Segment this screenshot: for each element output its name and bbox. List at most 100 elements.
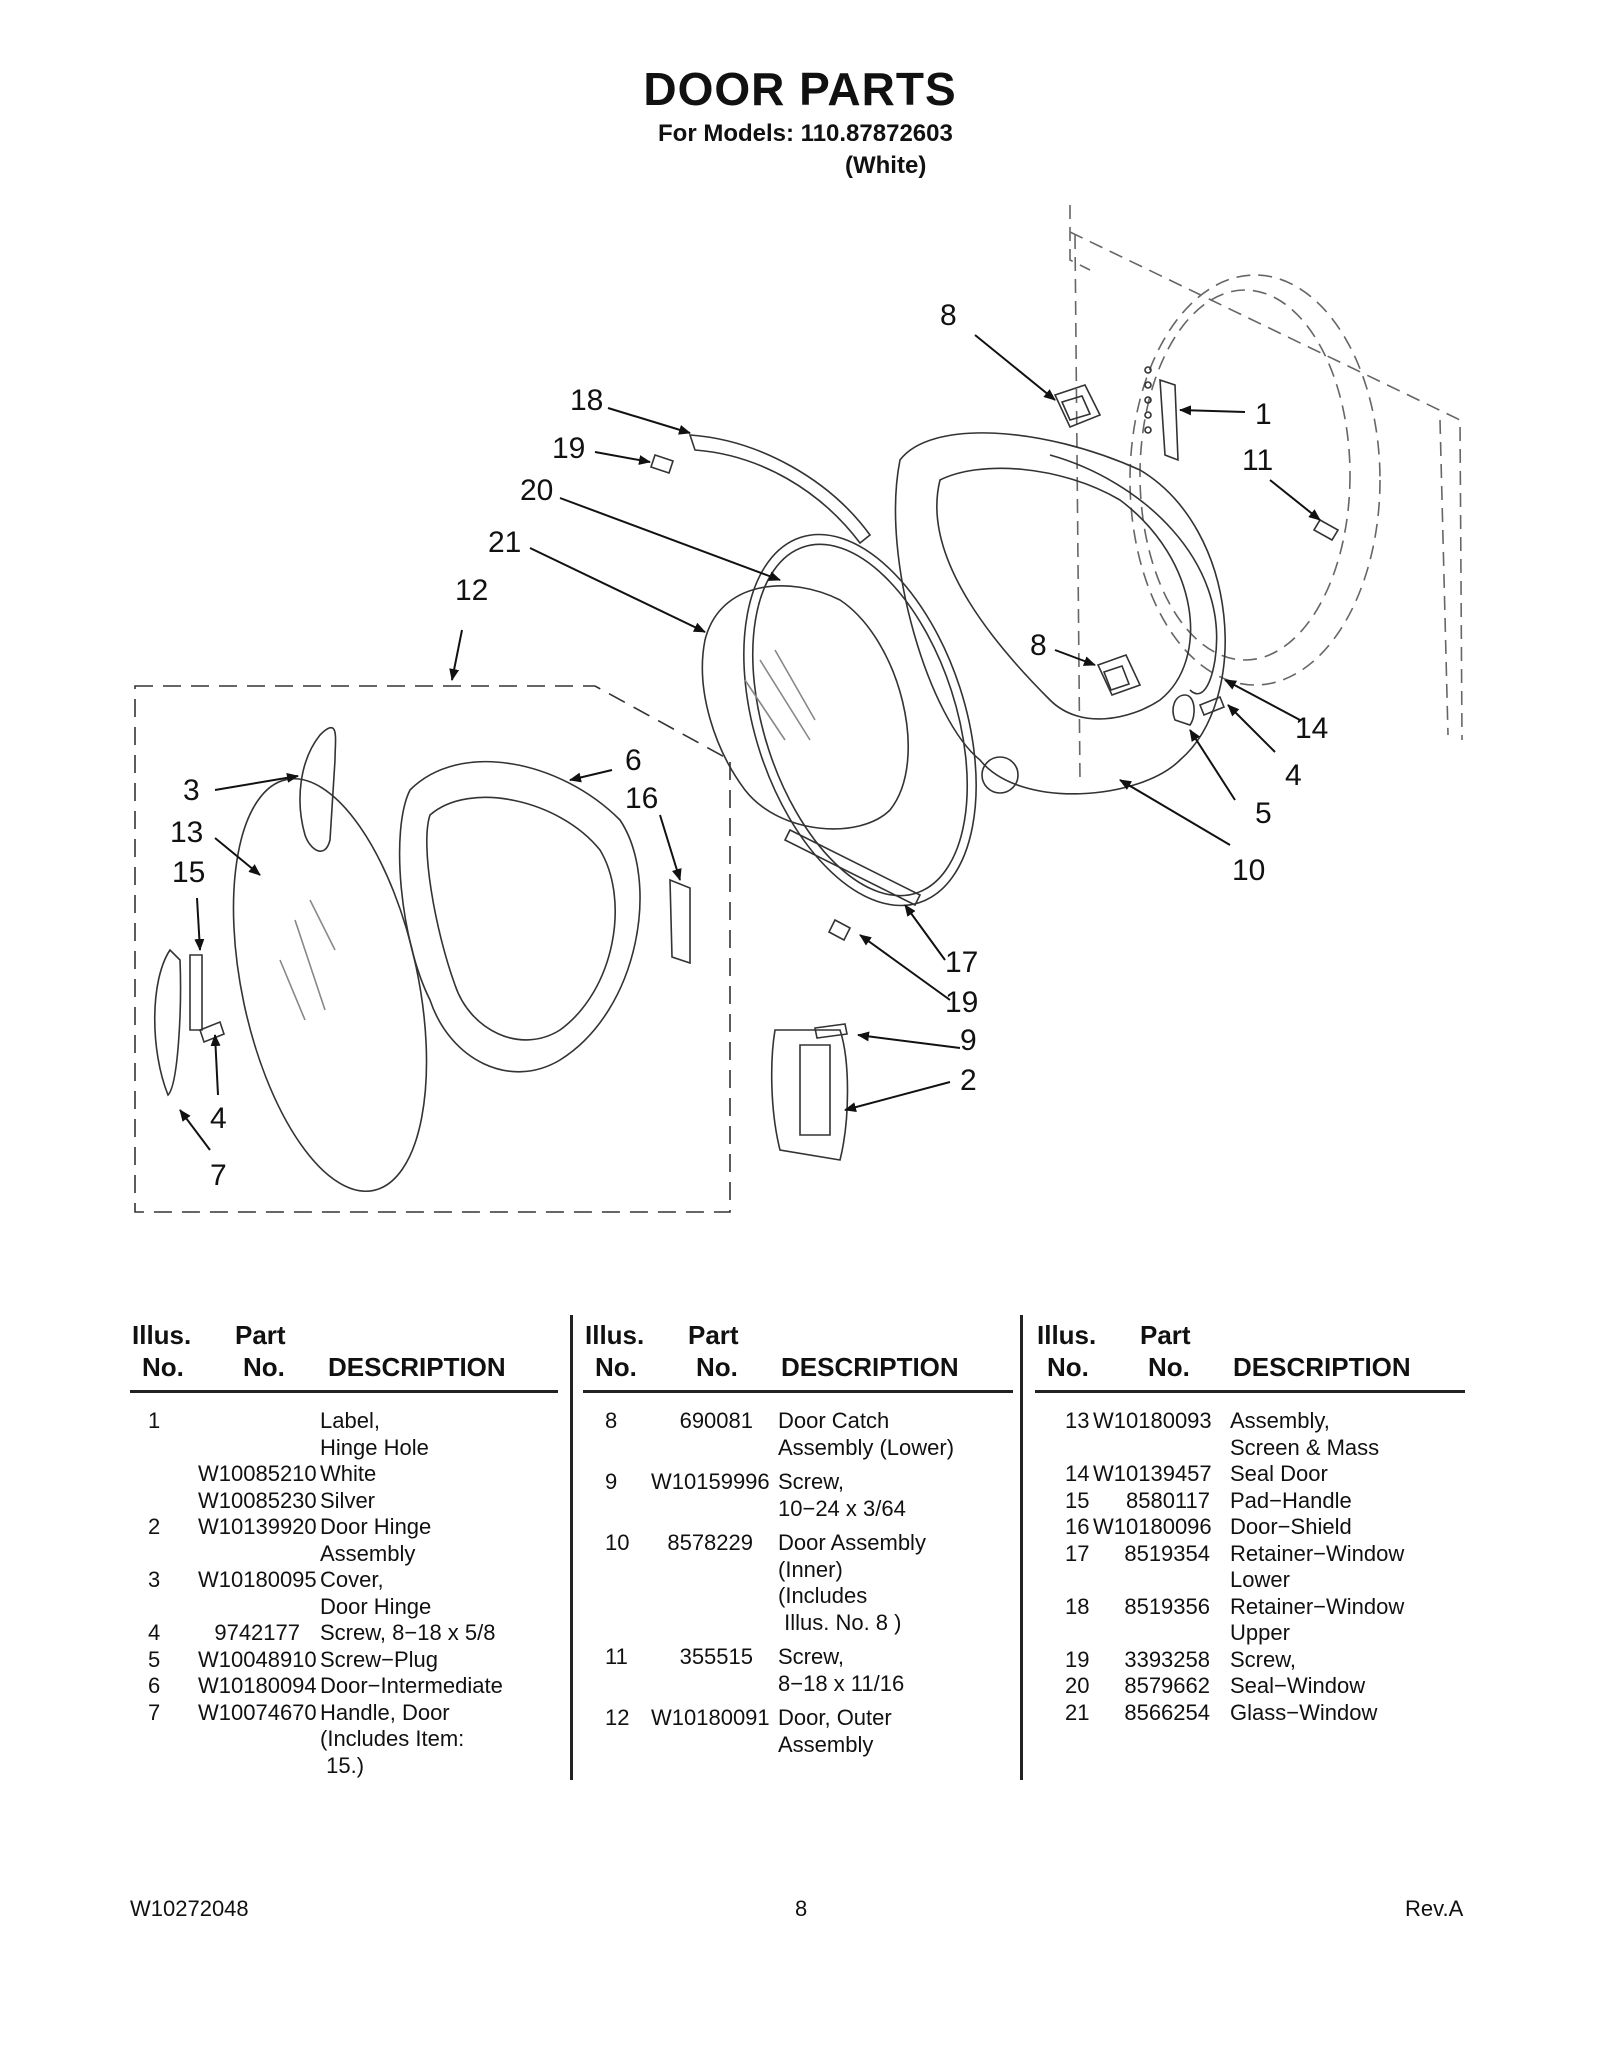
illus-number: 17 <box>1065 1540 1090 1566</box>
part-number: W10159996 <box>651 1469 770 1494</box>
part-description: Door−Shield <box>1230 1514 1352 1539</box>
illus-header-1: Illus. <box>132 1320 192 1350</box>
part-description: Assembly, Screen & Mass <box>1230 1408 1380 1460</box>
screw-9-part <box>814 1023 848 1039</box>
part-header-2: No. <box>1148 1352 1190 1382</box>
callout-10: 10 <box>1232 854 1265 887</box>
part-number: W10180094 <box>198 1673 317 1698</box>
part-description: Door, Outer Assembly <box>778 1705 892 1757</box>
part-description: Screw, 8−18 x 5/8 <box>320 1620 496 1645</box>
table-row: 1 Label, Hinge Hole <box>130 1408 560 1461</box>
callout-7: 7 <box>210 1159 227 1192</box>
callout-11: 11 <box>1242 444 1273 477</box>
illus-header-2: No. <box>142 1352 184 1382</box>
illus-header-2: No. <box>595 1352 637 1382</box>
part-number: 8519354 <box>1124 1540 1210 1566</box>
part-description: Screw, <box>1230 1646 1297 1672</box>
description-header: DESCRIPTION <box>1233 1352 1411 1382</box>
pad-handle-part <box>189 954 203 1031</box>
part-header-1: Part <box>688 1320 739 1350</box>
handle-part <box>153 948 182 1097</box>
description-header: DESCRIPTION <box>328 1352 506 1382</box>
illus-number: 2 <box>148 1514 161 1539</box>
callout-4-right: 4 <box>1285 759 1302 792</box>
hinge-cover-part <box>299 726 337 852</box>
illus-number: 19 <box>1065 1646 1090 1672</box>
part-description: Door−Intermediate <box>320 1673 503 1698</box>
callout-1: 1 <box>1255 398 1272 431</box>
part-number: W10085230 <box>198 1487 317 1513</box>
illus-number: 13 <box>1065 1408 1090 1433</box>
illus-number: 14 <box>1065 1461 1090 1486</box>
callout-15: 15 <box>172 856 205 889</box>
inner-door-assembly <box>894 432 1226 795</box>
illus-number: 16 <box>1065 1514 1090 1539</box>
part-description: Seal Door <box>1230 1461 1328 1486</box>
illus-number: 7 <box>148 1699 161 1725</box>
illus-header-1: Illus. <box>585 1320 645 1350</box>
part-header-2: No. <box>243 1352 285 1382</box>
part-header-1: Part <box>1140 1320 1191 1350</box>
window-seal <box>743 533 977 907</box>
hinge-hole-label-part <box>1144 366 1179 462</box>
page-number: 8 <box>795 1896 808 1921</box>
callout-12: 12 <box>455 574 488 607</box>
callout-5: 5 <box>1255 797 1272 830</box>
part-header-1: Part <box>235 1320 286 1350</box>
part-description: Screw, 10−24 x 3/64 <box>778 1469 906 1521</box>
callout-8-lower: 8 <box>1030 629 1047 662</box>
door-hinge-assembly-part <box>770 1029 849 1161</box>
illus-number: 1 <box>148 1408 161 1433</box>
part-description: Label, Hinge Hole <box>320 1408 429 1460</box>
part-number: 8566254 <box>1124 1699 1210 1725</box>
illus-number: 21 <box>1065 1699 1090 1725</box>
illus-number: 12 <box>605 1705 630 1730</box>
models-line: For Models: 110.87872603 <box>658 120 953 147</box>
callout-18: 18 <box>570 384 603 417</box>
callout-17: 17 <box>945 946 978 979</box>
illus-number: 8 <box>605 1408 618 1433</box>
part-number: W10139920 <box>198 1514 317 1539</box>
page-title: DOOR PARTS <box>643 63 957 115</box>
screw-4-right-part <box>1198 695 1226 717</box>
illus-number: 4 <box>148 1620 161 1645</box>
part-number: 3393258 <box>1124 1646 1210 1672</box>
callout-4-left: 4 <box>210 1102 227 1135</box>
table-row: 17 8519354 Retainer−Window Lower <box>1035 1541 1465 1594</box>
door-catch-lower <box>1096 654 1142 696</box>
screw-19-lower-part <box>827 918 852 942</box>
window-glass <box>701 585 909 830</box>
part-description: Retainer−Window Lower <box>1230 1540 1405 1593</box>
callout-13: 13 <box>170 816 203 849</box>
callout-19-lower: 19 <box>945 986 978 1019</box>
illus-number: 11 <box>605 1644 628 1669</box>
exploded-parts-diagram: 8 18 19 20 21 12 1 11 8 14 4 5 10 3 13 1… <box>134 205 1463 1213</box>
door-catch-upper <box>1053 384 1102 429</box>
part-number: 355515 <box>679 1644 753 1669</box>
part-number: 8580117 <box>1125 1487 1210 1513</box>
table-row: 21 8566254 Glass−Window <box>1035 1700 1465 1727</box>
callout-14: 14 <box>1295 712 1328 745</box>
parts-column-1: Illus. No. Part No. DESCRIPTION 1 Label, … <box>130 1320 560 1778</box>
callout-2: 2 <box>960 1064 977 1097</box>
part-number: W10180093 <box>1093 1408 1212 1433</box>
part-number: 690081 <box>679 1408 753 1433</box>
part-description: Glass−Window <box>1230 1699 1378 1725</box>
column-divider-2 <box>1020 1315 1023 1780</box>
illus-number: 10 <box>605 1530 630 1555</box>
header-rule <box>583 1390 1013 1393</box>
part-number: W10085210 <box>198 1461 317 1486</box>
table-row: 19 3393258 Screw, <box>1035 1647 1465 1674</box>
document-number: W10272048 <box>130 1896 249 1921</box>
part-number: 8578229 <box>667 1530 753 1555</box>
table-header: Illus. No. Part No. DESCRIPTION <box>1035 1320 1465 1393</box>
